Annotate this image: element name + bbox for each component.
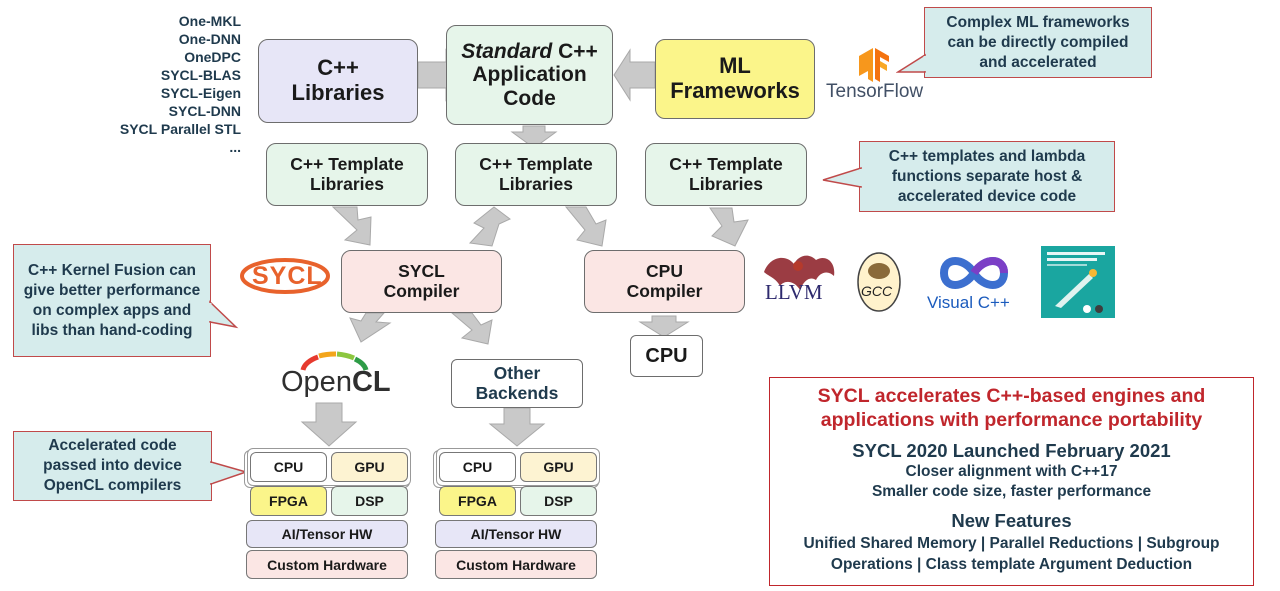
- hardware-group-other: CPU GPU FPGA DSP AI/Tensor HW Custom Har…: [433, 446, 600, 580]
- hw-dsp: DSP: [520, 486, 597, 516]
- standard-app-code-box: Standard C++ Application Code: [446, 25, 613, 125]
- summary-features-title: New Features: [951, 510, 1072, 531]
- library-item: One-MKL: [178, 13, 241, 29]
- arrow-ml-to-app: [613, 48, 656, 102]
- visual-cpp-text: Visual C++: [927, 293, 1010, 312]
- arrow-sycl-to-other: [450, 312, 493, 345]
- arrow-sycl-to-opencl: [349, 312, 392, 343]
- template-lib-1-box: C++ Template Libraries: [266, 143, 428, 206]
- ml-note-text: Complex ML frameworks can be directly co…: [946, 13, 1130, 71]
- hw-fpga: FPGA: [439, 486, 516, 516]
- sycl-compiler-label: SYCL Compiler: [383, 260, 460, 301]
- arrow-opencl-to-hw: [300, 402, 358, 447]
- tensorflow-label: TensorFlow: [826, 81, 924, 102]
- summary-line2: Smaller code size, faster performance: [871, 483, 1152, 500]
- gcc-logo: GCC: [856, 251, 902, 313]
- hw-gpu: GPU: [331, 452, 408, 482]
- library-item: SYCL-Eigen: [160, 85, 241, 101]
- library-item: OneDPC: [184, 49, 241, 65]
- llvm-dragon-icon: [764, 255, 835, 290]
- other-backends-label: Other Backends: [475, 362, 559, 403]
- tensorflow-logo-icon: [859, 48, 889, 82]
- summary-features: Unified Shared Memory | Parallel Reducti…: [803, 535, 1220, 573]
- library-item: ...: [229, 139, 241, 155]
- template-lib-1-label: C++ Template Libraries: [290, 153, 404, 194]
- llvm-logo: LLVM: [758, 250, 840, 312]
- accelerated-note-pointer: [210, 461, 248, 486]
- opencl-logo: OpenCL: [278, 350, 391, 402]
- templates-note-pointer: [822, 166, 862, 188]
- template-lib-2-label: C++ Template Libraries: [479, 153, 593, 194]
- opencl-text: OpenCL: [281, 366, 391, 399]
- hw-custom: Custom Hardware: [435, 550, 597, 579]
- arrow-tpl1-to-sycl: [331, 206, 372, 246]
- accelerated-note-text: Accelerated code passed into device Open…: [43, 437, 182, 494]
- arrow-app-to-template: [510, 125, 558, 149]
- standard-rest: C++: [552, 39, 598, 63]
- kernel-fusion-note: C++ Kernel Fusion can give better perfor…: [13, 244, 211, 357]
- gcc-text: GCC: [861, 283, 893, 299]
- summary-headline: SYCL accelerates C++-based engines and a…: [817, 385, 1206, 431]
- summary-launched: SYCL 2020 Launched February 2021: [852, 440, 1171, 461]
- cpu-box: CPU: [630, 335, 703, 377]
- template-lib-2-box: C++ Template Libraries: [455, 143, 617, 206]
- library-item: SYCL-BLAS: [160, 67, 241, 83]
- hw-fpga: FPGA: [250, 486, 327, 516]
- kernel-fusion-note-pointer: [209, 300, 239, 329]
- hw-custom: Custom Hardware: [246, 550, 408, 579]
- ml-note-pointer: [896, 53, 926, 73]
- hw-gpu: GPU: [520, 452, 597, 482]
- hardware-group-opencl: CPU GPU FPGA DSP AI/Tensor HW Custom Har…: [244, 446, 411, 580]
- opencl-open: Open: [281, 366, 352, 398]
- other-backends-box: Other Backends: [451, 359, 583, 408]
- ml-note: Complex ML frameworks can be directly co…: [924, 7, 1152, 78]
- library-item: One-DNN: [178, 31, 241, 47]
- library-item: SYCL-DNN: [168, 103, 241, 119]
- hw-ai-tensor: AI/Tensor HW: [435, 520, 597, 548]
- visual-cpp-logo: Visual C++: [926, 253, 1026, 315]
- hw-ai-tensor: AI/Tensor HW: [246, 520, 408, 548]
- visual-studio-infinity-icon: [939, 257, 1009, 289]
- template-lib-3-label: C++ Template Libraries: [669, 153, 783, 194]
- arrow-cpucomp-to-cpu: [638, 315, 690, 338]
- intel-compilers-ad-icon: [1041, 246, 1115, 318]
- template-lib-3-box: C++ Template Libraries: [645, 143, 807, 206]
- opencl-cl: CL: [351, 366, 391, 398]
- templates-note-text: C++ templates and lambda functions separ…: [888, 147, 1086, 205]
- ml-frameworks-label: ML Frameworks: [670, 53, 800, 103]
- summary-panel: SYCL accelerates C++-based engines and a…: [769, 377, 1254, 586]
- application-code-label: Application Code: [472, 63, 587, 110]
- templates-note: C++ templates and lambda functions separ…: [859, 141, 1115, 212]
- hw-dsp: DSP: [331, 486, 408, 516]
- sycl-logo: SYCL: [240, 257, 334, 295]
- llvm-text: LLVM: [765, 280, 823, 304]
- summary-line1: Closer alignment with C++17: [905, 463, 1118, 480]
- cpu-label: CPU: [645, 344, 688, 367]
- opencl-arc-icon: [300, 351, 369, 371]
- arrow-tpl2-to-cpu: [564, 206, 607, 247]
- hw-cpu: CPU: [250, 452, 327, 482]
- standard-cpp-line: Standard C++: [461, 40, 598, 64]
- arrow-other-to-hw: [488, 407, 546, 447]
- cpp-libraries-label: C++ Libraries: [291, 55, 385, 105]
- library-list: One-MKL One-DNN OneDPC SYCL-BLAS SYCL-Ei…: [120, 12, 241, 156]
- arrow-tpl3-to-cpu: [709, 207, 749, 247]
- library-item: SYCL Parallel STL: [119, 121, 241, 137]
- hw-cpu: CPU: [439, 452, 516, 482]
- sycl-logo-icon: [240, 258, 330, 294]
- gcc-gnu-icon: [857, 252, 901, 312]
- cpp-libraries-box: C++ Libraries: [258, 39, 418, 123]
- sycl-logo-text: SYCL: [252, 262, 323, 290]
- cpu-compiler-box: CPU Compiler: [584, 250, 745, 313]
- standard-italic: Standard: [461, 39, 553, 63]
- sycl-compiler-box: SYCL Compiler: [341, 250, 502, 313]
- kernel-fusion-note-text: C++ Kernel Fusion can give better perfor…: [23, 261, 201, 339]
- accelerated-note: Accelerated code passed into device Open…: [13, 431, 212, 501]
- cpu-compiler-label: CPU Compiler: [626, 260, 703, 301]
- arrow-tpl2-to-sycl: [468, 206, 511, 247]
- ml-frameworks-box: ML Frameworks: [655, 39, 815, 119]
